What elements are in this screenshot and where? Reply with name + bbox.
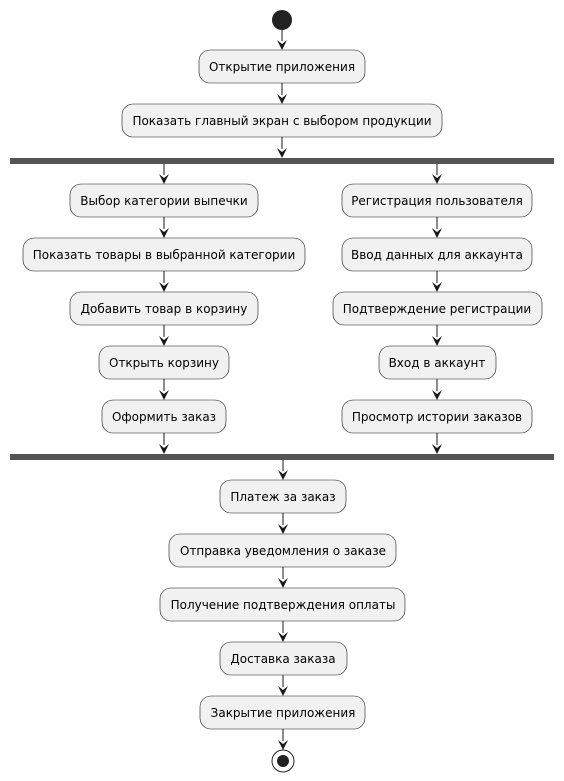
activity-label: Открыть корзину	[109, 356, 219, 370]
flow-edges	[159, 30, 442, 750]
flow-arrowhead	[432, 228, 442, 238]
flow-arrowhead	[278, 578, 288, 588]
activity-label: Просмотр истории заказов	[352, 410, 522, 424]
flow-arrowhead	[159, 390, 169, 400]
flow-arrowhead	[277, 40, 287, 50]
activity-label: Показать товары в выбранной категории	[33, 248, 296, 262]
activity-label: Добавить товар в корзину	[81, 302, 248, 316]
activity-register-user: Регистрация пользователя	[341, 183, 533, 218]
activity-label: Доставка заказа	[230, 652, 335, 666]
activity-label: Получение подтверждения оплаты	[171, 598, 396, 612]
flow-arrowhead	[159, 336, 169, 346]
activity-select-category: Выбор категории выпечки	[69, 183, 259, 218]
activity-login: Вход в аккаунт	[378, 345, 497, 380]
activity-delivery: Доставка заказа	[219, 641, 348, 676]
activity-label: Вход в аккаунт	[389, 356, 486, 370]
activity-open-app: Открытие приложения	[198, 49, 366, 84]
activity-label: Отправка уведомления о заказе	[180, 544, 386, 558]
activity-label: Выбор категории выпечки	[80, 194, 247, 208]
flow-arrowhead	[278, 632, 288, 642]
activity-label: Закрытие приложения	[211, 706, 356, 720]
flow-arrowhead	[432, 336, 442, 346]
activity-add-to-cart: Добавить товар в корзину	[69, 291, 259, 326]
flow-arrowhead	[432, 444, 442, 454]
activity-send-notification: Отправка уведомления о заказе	[168, 533, 397, 568]
flow-arrowhead	[159, 444, 169, 454]
fork-bar	[10, 158, 554, 164]
activity-payment: Платеж за заказ	[219, 479, 347, 514]
flow-arrowhead	[278, 524, 288, 534]
activity-show-products: Показать товары в выбранной категории	[22, 237, 306, 272]
flow-arrowhead	[159, 228, 169, 238]
flow-arrowhead	[278, 470, 288, 480]
activity-confirm-registration: Подтверждение регистрации	[332, 291, 543, 326]
flow-arrowhead	[277, 148, 287, 158]
flow-arrowhead	[159, 174, 169, 184]
end-node	[271, 749, 295, 773]
activity-label: Оформить заказ	[112, 410, 216, 424]
activity-label: Регистрация пользователя	[351, 194, 523, 208]
flow-arrowhead	[278, 740, 288, 750]
activity-checkout: Оформить заказ	[101, 399, 227, 434]
join-bar	[10, 454, 554, 460]
flow-arrowhead	[432, 390, 442, 400]
activity-label: Платеж за заказ	[230, 490, 335, 504]
activity-show-main-screen: Показать главный экран с выбором продукц…	[121, 103, 443, 138]
activity-label: Ввод данных для аккаунта	[351, 248, 523, 262]
flow-arrowhead	[277, 94, 287, 104]
activity-label: Подтверждение регистрации	[343, 302, 531, 316]
start-node	[272, 10, 292, 30]
activity-payment-confirmation: Получение подтверждения оплаты	[159, 587, 406, 622]
activity-open-cart: Открыть корзину	[98, 345, 230, 380]
activity-label: Показать главный экран с выбором продукц…	[132, 114, 431, 128]
activity-enter-account-data: Ввод данных для аккаунта	[341, 237, 533, 272]
flow-arrowhead	[432, 174, 442, 184]
activity-close-app: Закрытие приложения	[199, 695, 366, 730]
activity-view-order-history: Просмотр истории заказов	[341, 399, 533, 434]
flow-arrowhead	[278, 686, 288, 696]
flow-arrowhead	[159, 282, 169, 292]
activity-label: Открытие приложения	[209, 60, 355, 74]
flow-arrowhead	[432, 282, 442, 292]
